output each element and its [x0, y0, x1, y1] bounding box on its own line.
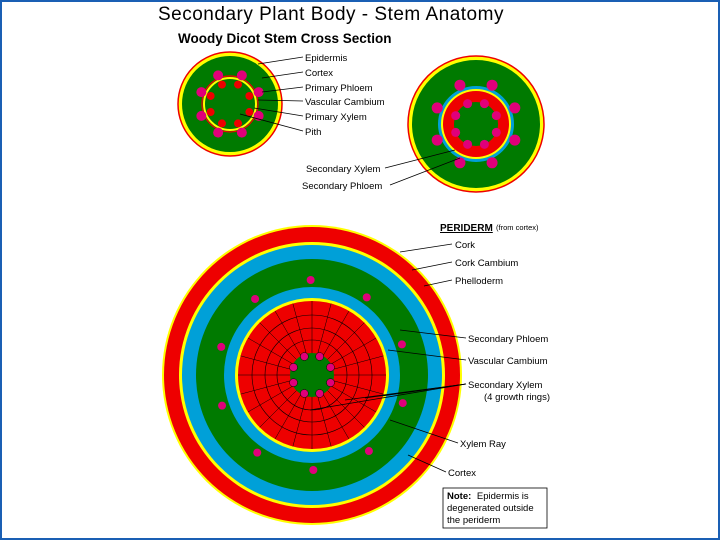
- label-phelloderm: Phelloderm: [455, 276, 503, 287]
- primary-xylem-bundle: [218, 119, 226, 127]
- primary-xylem-bundle: [234, 81, 242, 89]
- phloem-cap: [432, 135, 443, 146]
- primary-phloem-bundle: [213, 128, 223, 138]
- pith-bundle: [300, 389, 308, 397]
- phloem-cap: [487, 80, 498, 91]
- small-stem-labels: Epidermis Cortex Primary Phloem Vascular…: [305, 53, 385, 138]
- label-primary-phloem: Primary Phloem: [305, 83, 373, 94]
- phloem-dot: [309, 466, 317, 474]
- label-cork-cambium: Cork Cambium: [455, 258, 518, 269]
- note-line-3: the periderm: [447, 515, 500, 526]
- phloem-cap: [454, 157, 465, 168]
- primary-xylem-point: [451, 111, 460, 120]
- primary-phloem-bundle: [196, 87, 206, 97]
- periderm-note: (from cortex): [496, 223, 539, 232]
- label-cork: Cork: [455, 240, 475, 251]
- phloem-cap: [487, 157, 498, 168]
- primary-xylem-bundle: [218, 81, 226, 89]
- primary-xylem-point: [463, 99, 472, 108]
- phloem-dot: [398, 340, 406, 348]
- label-cortex: Cortex: [305, 68, 333, 79]
- phloem-dot: [363, 293, 371, 301]
- note-prefix: Note:: [447, 491, 471, 502]
- primary-xylem-bundle: [245, 108, 253, 116]
- primary-xylem-bundle: [207, 92, 215, 100]
- pith-bundle: [290, 363, 298, 371]
- primary-xylem-point: [492, 111, 501, 120]
- medium-pith: [454, 102, 498, 146]
- large-stem-labels: Secondary Phloem Vascular Cambium Second…: [448, 334, 550, 479]
- primary-xylem-point: [480, 99, 489, 108]
- primary-xylem-bundle: [234, 119, 242, 127]
- phloem-dot: [365, 447, 373, 455]
- label-secondary-xylem-large: Secondary Xylem: [468, 380, 543, 391]
- primary-phloem-bundle: [237, 128, 247, 138]
- medium-stem-cross-section: [408, 56, 544, 192]
- label-secondary-phloem-medium: Secondary Phloem: [302, 181, 382, 192]
- large-pith: [290, 353, 334, 397]
- label-vascular-cambium-large: Vascular Cambium: [468, 356, 548, 367]
- primary-xylem-point: [480, 140, 489, 149]
- note-line-1: Epidermis is: [477, 491, 529, 502]
- primary-phloem-bundle: [237, 70, 247, 80]
- phloem-cap: [509, 135, 520, 146]
- label-vascular-cambium: Vascular Cambium: [305, 97, 385, 108]
- primary-xylem-bundle: [207, 108, 215, 116]
- primary-phloem-bundle: [196, 111, 206, 121]
- primary-phloem-bundle: [213, 70, 223, 80]
- note-line-2: degenerated outside: [447, 503, 534, 514]
- slide-title: Secondary Plant Body - Stem Anatomy: [158, 4, 504, 25]
- note-box: Note: Epidermis is degenerated outside t…: [443, 488, 547, 528]
- primary-xylem-point: [463, 140, 472, 149]
- phloem-dot: [251, 295, 259, 303]
- periderm-labels: PERIDERM (from cortex) Cork Cork Cambium…: [440, 223, 539, 287]
- svg-text:Note: Epidermis is: Note: Epidermis is: [447, 491, 529, 502]
- phloem-cap: [432, 102, 443, 113]
- label-secondary-phloem-large: Secondary Phloem: [468, 334, 548, 345]
- medium-stem-labels: Secondary Xylem Secondary Phloem: [302, 164, 382, 192]
- small-pith: [206, 80, 254, 128]
- phloem-dot: [307, 276, 315, 284]
- primary-xylem-point: [451, 128, 460, 137]
- phloem-dot: [399, 399, 407, 407]
- phloem-dot: [218, 402, 226, 410]
- pith-bundle: [300, 353, 308, 361]
- label-epidermis: Epidermis: [305, 53, 347, 64]
- pith-bundle: [316, 389, 324, 397]
- large-stem-cross-section: [162, 225, 462, 525]
- phloem-dot: [253, 449, 261, 457]
- diagram-subtitle: Woody Dicot Stem Cross Section: [178, 31, 392, 46]
- pith-bundle: [326, 379, 334, 387]
- label-primary-xylem: Primary Xylem: [305, 112, 367, 123]
- label-xylem-ray: Xylem Ray: [460, 439, 506, 450]
- label-pith: Pith: [305, 127, 321, 138]
- phloem-cap: [454, 80, 465, 91]
- periderm-heading: PERIDERM: [440, 223, 493, 234]
- phloem-dot: [217, 343, 225, 351]
- label-growth-rings: (4 growth rings): [484, 392, 550, 403]
- label-secondary-xylem-medium: Secondary Xylem: [306, 164, 381, 175]
- primary-xylem-bundle: [245, 92, 253, 100]
- phloem-cap: [509, 102, 520, 113]
- primary-xylem-point: [492, 128, 501, 137]
- pith-bundle: [290, 379, 298, 387]
- label-cortex-large: Cortex: [448, 468, 476, 479]
- pith-bundle: [316, 353, 324, 361]
- small-stem-cross-section: [178, 52, 282, 156]
- pith-bundle: [326, 363, 334, 371]
